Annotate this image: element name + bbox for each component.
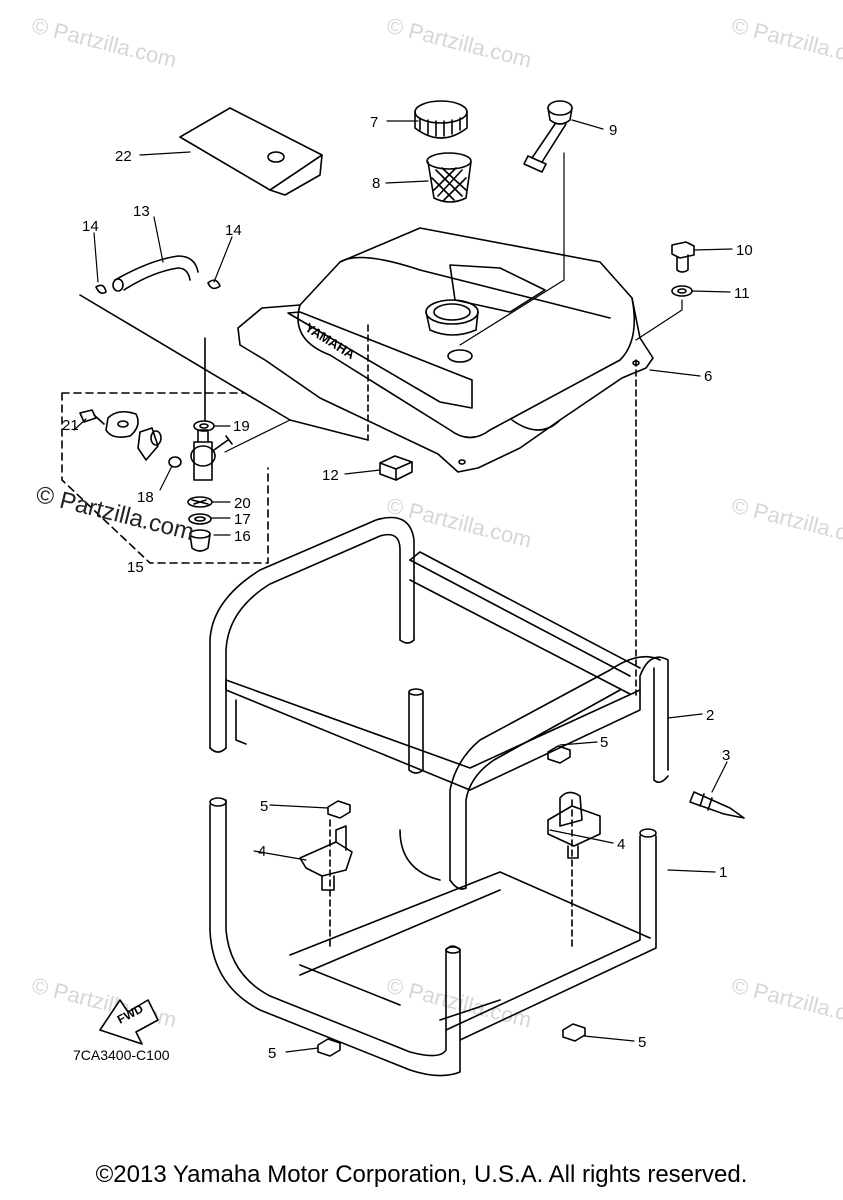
part-8-fuel-strainer: [426, 152, 472, 203]
callout-11: 11: [734, 285, 750, 302]
callout-8: 8: [372, 175, 380, 192]
callout-3: 3: [722, 747, 730, 764]
callout-13: 13: [133, 203, 150, 220]
callout-leaders: [73, 119, 733, 1053]
part-16-fuel-cup: [189, 529, 211, 552]
copyright-text: ©2013 Yamaha Motor Corporation, U.S.A. A…: [95, 1161, 748, 1188]
callout-numbers: 1 2 3 4 4 5 5 5 5 6 7 8 9 10 11 12 13 14…: [62, 114, 753, 1062]
callout-1: 1: [719, 864, 727, 881]
callout-2: 2: [706, 707, 714, 724]
callout-21: 21: [62, 417, 79, 434]
callout-20: 20: [234, 495, 251, 512]
callout-14: 14: [225, 222, 242, 239]
part-4-mount-right: [547, 791, 601, 859]
callout-4: 4: [258, 843, 266, 860]
callout-5: 5: [260, 798, 268, 815]
part-14-hose-clip: [95, 279, 221, 294]
callout-4: 4: [617, 836, 625, 853]
callout-6: 6: [704, 368, 712, 385]
part-20-filter-screen: [187, 496, 213, 508]
callout-19: 19: [233, 418, 250, 435]
callout-9: 9: [609, 122, 617, 139]
callout-7: 7: [370, 114, 378, 131]
callout-14: 14: [82, 218, 99, 235]
part-10-bolt: [671, 241, 695, 273]
callout-5: 5: [600, 734, 608, 751]
callout-5: 5: [638, 1034, 646, 1051]
part-12-damper: [379, 455, 413, 481]
part-11-washer: [671, 285, 693, 297]
callout-10: 10: [736, 242, 753, 259]
part-7-fuel-cap: [414, 100, 468, 139]
part-5-nut: [317, 745, 586, 1057]
callout-15: 15: [127, 559, 144, 576]
part-fuel-lever: [137, 427, 162, 461]
part-fuel-cock-body: [190, 429, 233, 481]
part-9-fuel-gauge: [523, 100, 573, 173]
part-2-upper-frame: [209, 516, 669, 890]
part-18-o-ring: [168, 456, 182, 468]
callout-5: 5: [268, 1045, 276, 1062]
callout-16: 16: [234, 528, 251, 545]
part-13-fuel-hose: [112, 255, 199, 292]
callout-22: 22: [115, 148, 132, 165]
part-21-screw: [79, 409, 105, 425]
diagram-code: 7CA3400-C100: [73, 1047, 170, 1063]
part-17-o-ring: [188, 513, 212, 525]
part-3-pin: [689, 791, 745, 819]
part-22-manual: [179, 107, 323, 196]
leader-line: [79, 294, 369, 441]
part-4-mount-left: [299, 825, 353, 891]
callout-18: 18: [137, 489, 154, 506]
part-15-fuel-cock-group: [61, 392, 269, 564]
part-gasket-plate: [105, 410, 139, 438]
callout-12: 12: [322, 467, 339, 484]
fwd-arrow: [99, 999, 159, 1045]
part-6-fuel-tank: [237, 227, 654, 473]
part-1-lower-frame: [209, 797, 657, 1077]
assembly-lines: [329, 324, 637, 951]
callout-17: 17: [234, 511, 251, 528]
